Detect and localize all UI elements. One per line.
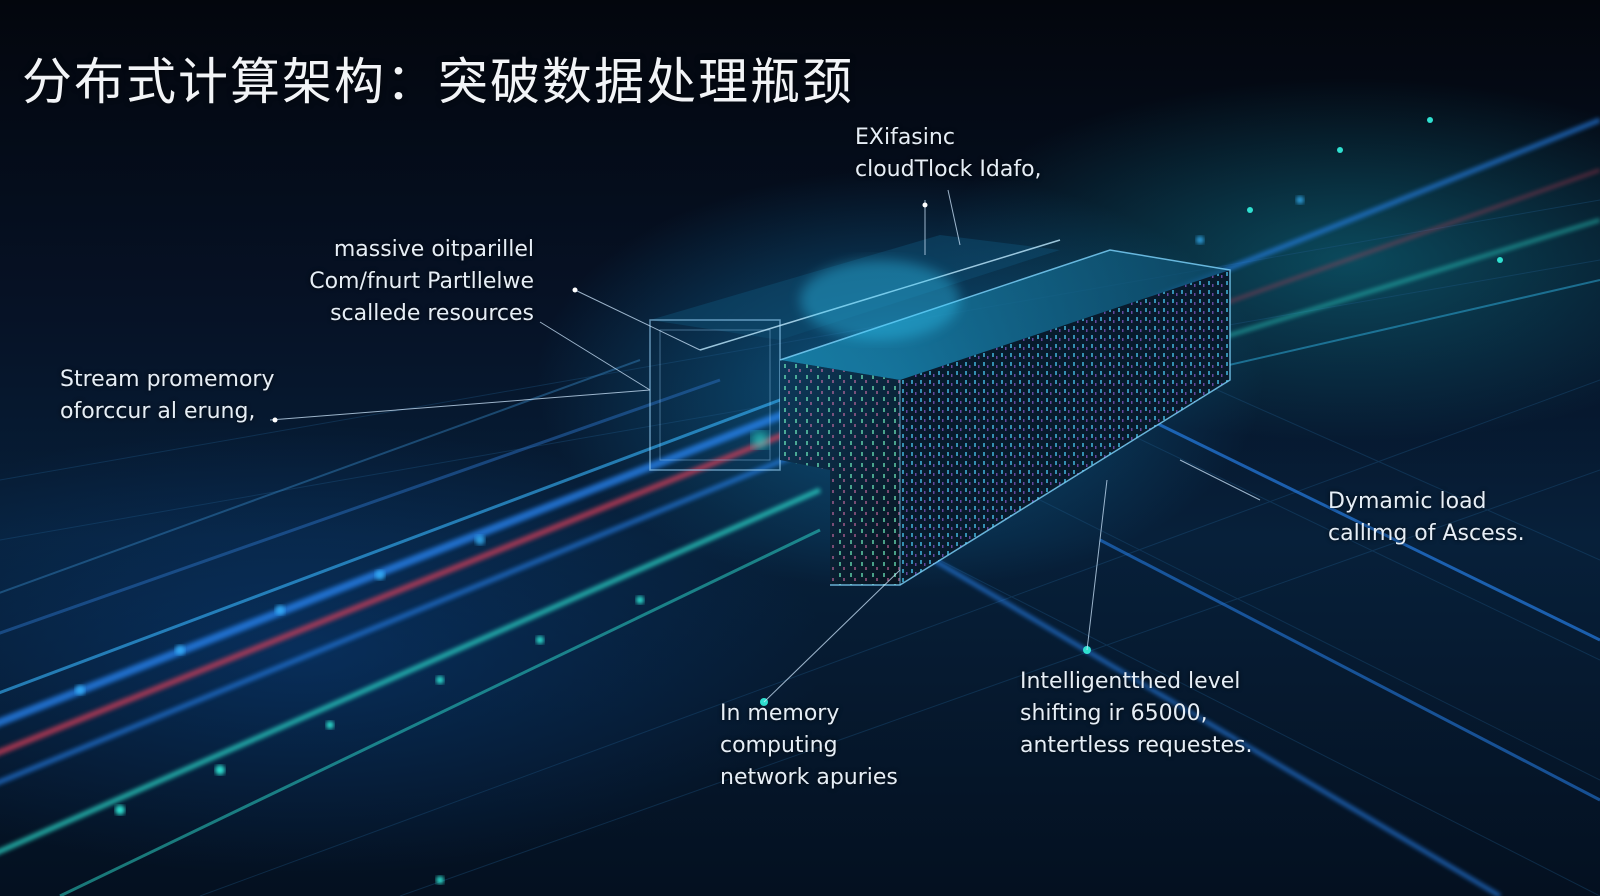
annotation-in-memory-computing: In memory computing network apuries (720, 698, 898, 794)
server-block-icon (649, 235, 1231, 586)
data-streams (0, 117, 1600, 896)
annotation-line: Intelligentthed level (1020, 669, 1241, 694)
annotation-intelligent-shifting: Intelligentthed level shifting ir 65000,… (1020, 666, 1252, 762)
annotation-line: cloudTlock Idafo, (855, 157, 1042, 182)
annotation-line: antertless requestes. (1020, 733, 1253, 758)
annotation-line: scallede resources (330, 301, 534, 326)
annotation-line: In memory (720, 701, 840, 726)
leader-dots (272, 202, 928, 423)
annotation-line: Com/fnurt Partllelwe (309, 269, 534, 294)
annotation-line: network apuries (720, 765, 898, 790)
annotation-line: Dymamic load (1328, 489, 1487, 514)
annotation-line: computing (720, 733, 838, 758)
annotation-line: oforccur al erung, (60, 399, 256, 424)
annotation-dynamic-load: Dymamic load callimg of Ascess. (1328, 486, 1525, 550)
leader-lines (269, 189, 1261, 703)
annotation-line: EXifasinc (855, 125, 955, 150)
page-title: 分布式计算架构：突破数据处理瓶颈 (22, 53, 854, 111)
annotation-line: callimg of Ascess. (1328, 521, 1525, 546)
annotation-cloud-lock: EXifasinc cloudTlock Idafo, (855, 122, 1042, 186)
annotation-line: Stream promemory (60, 367, 275, 392)
annotation-stream-memory: Stream promemory oforccur al erung, (60, 364, 275, 428)
annotation-parallel-resources: massive oitparillel Com/fnurt Partllelwe… (309, 234, 534, 330)
annotation-line: shifting ir 65000, (1020, 701, 1208, 726)
annotation-line: massive oitparillel (333, 237, 534, 262)
